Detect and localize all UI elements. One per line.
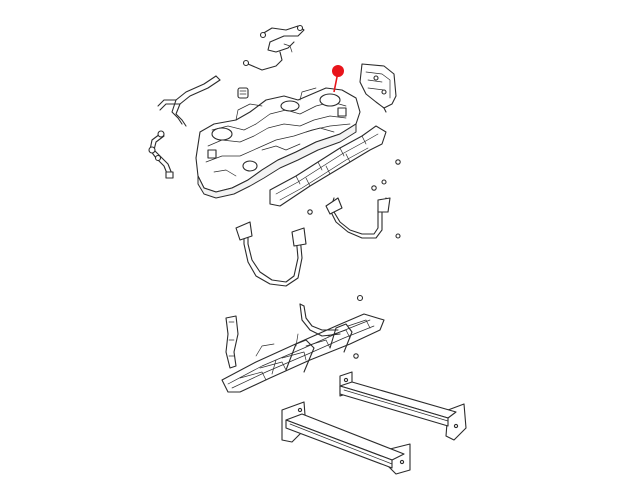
skid-plate-lower: [221, 303, 385, 393]
fuel-tank: [195, 87, 361, 199]
filler-hose: [157, 75, 221, 127]
mounting-bracket: [359, 63, 397, 113]
fastener: [307, 159, 401, 359]
fastener: [237, 87, 249, 99]
crossmember-support: [281, 371, 467, 475]
evap-line: [148, 130, 174, 179]
fuel-tank-strap-right: [325, 197, 391, 239]
fuel-line-assembly: [242, 24, 305, 71]
callout-marker: [332, 65, 344, 93]
heat-shield: [269, 125, 387, 207]
mounting-bracket: [225, 315, 239, 369]
fuel-tank-strap-left: [235, 221, 307, 287]
